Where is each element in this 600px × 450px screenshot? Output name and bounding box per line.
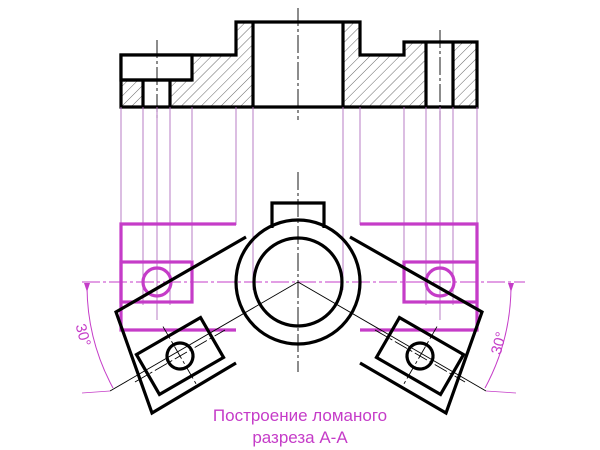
plan-centerlines	[109, 172, 487, 392]
right-arm-block	[374, 315, 466, 397]
caption-line-2: разреза А-А	[252, 428, 348, 447]
projection-lines	[120, 107, 478, 320]
section-outline	[119, 20, 479, 109]
part-outline-plan	[114, 201, 484, 416]
angle-dimensions	[81, 283, 517, 394]
left-arm-block	[134, 315, 226, 397]
section-view	[119, 8, 479, 120]
caption-line-1: Построение ломаного	[212, 406, 388, 425]
section-centerlines	[156, 8, 441, 120]
